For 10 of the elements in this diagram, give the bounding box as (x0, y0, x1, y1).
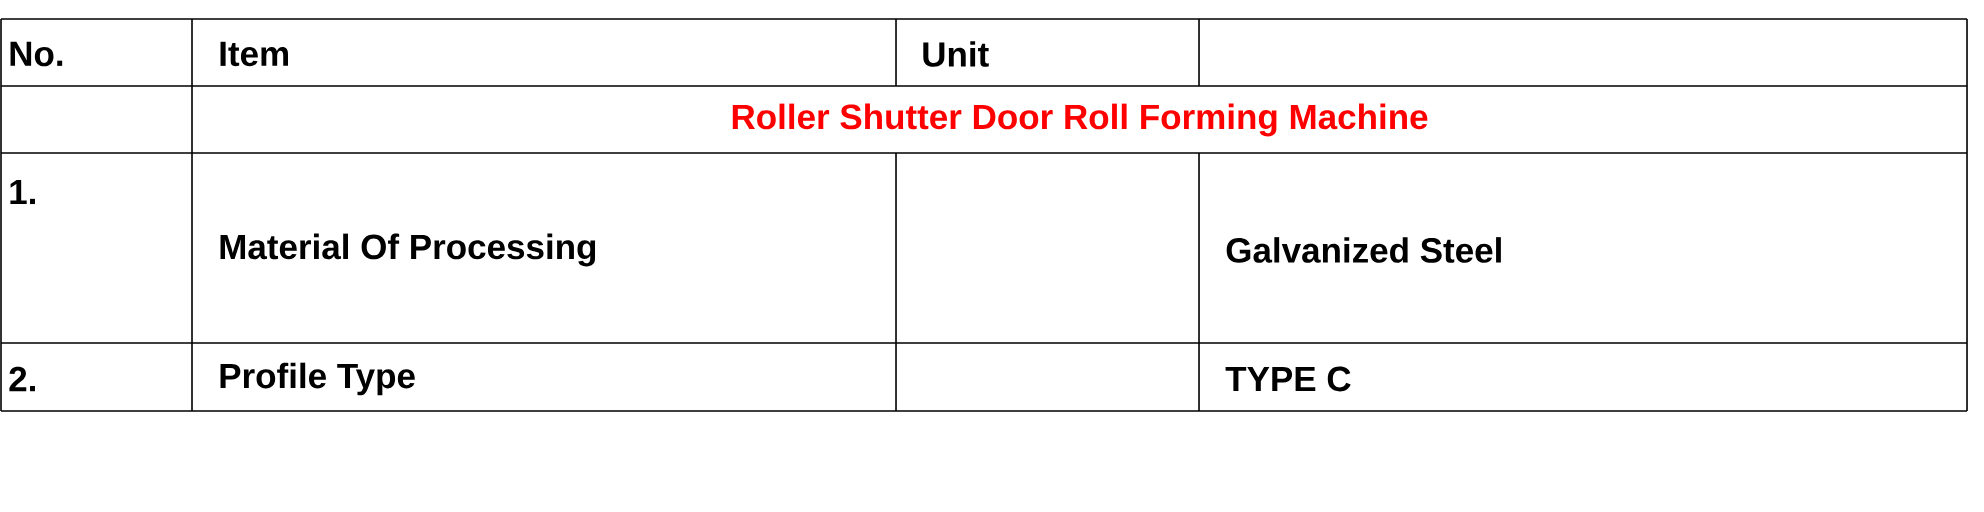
section-title: Roller Shutter Door Roll Forming Machine (732, 103, 1428, 137)
header-text: Unit (923, 41, 989, 67)
row-number: 2. (9, 366, 35, 392)
item-text: Material Of Processing (220, 233, 596, 267)
header-text: No. (10, 41, 63, 67)
header-text: Item (220, 41, 288, 67)
row-number: 1. (10, 179, 35, 205)
item-text: Profile Type (220, 362, 415, 396)
value-text: TYPE C (1225, 366, 1351, 392)
value-text: Galvanized Steel (1226, 237, 1501, 263)
